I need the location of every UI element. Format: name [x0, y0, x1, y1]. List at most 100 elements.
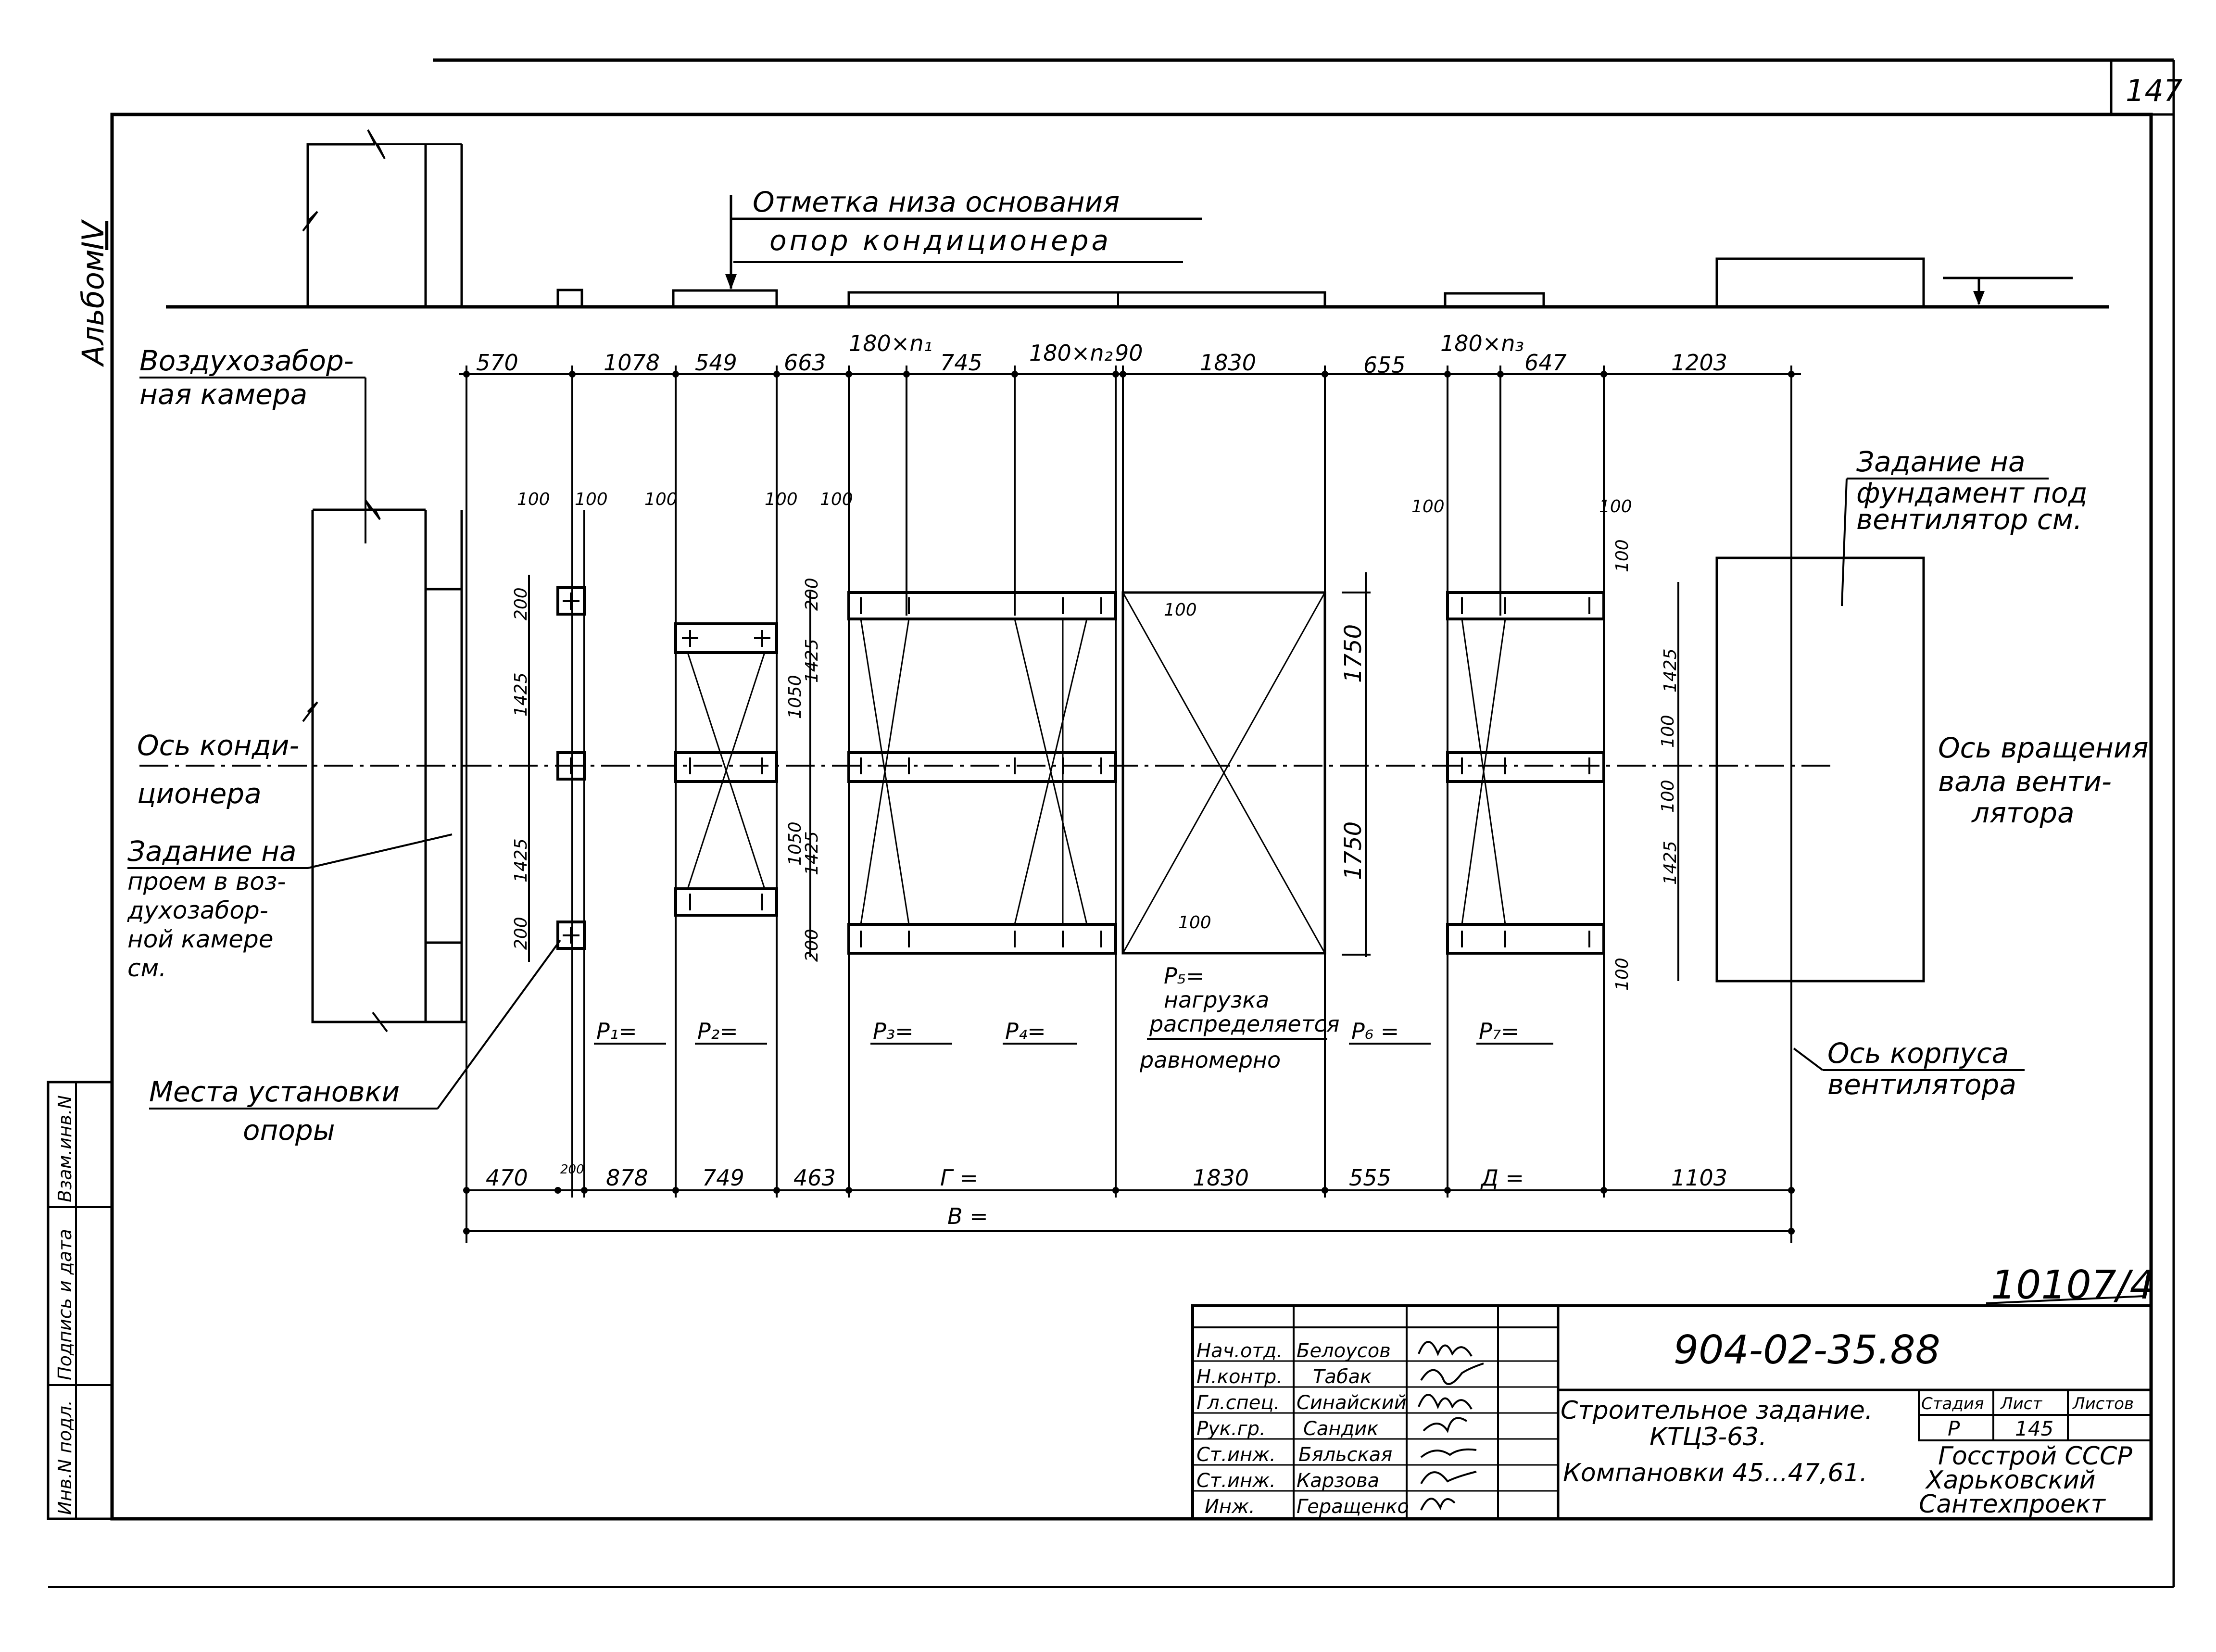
dim-top-2: 1078 — [604, 350, 660, 376]
d100-d: 100 — [765, 490, 798, 509]
name-7: Геращенко — [1297, 1496, 1409, 1518]
annotations: Воздухозабор- ная камера Ось конди- цион… — [127, 344, 2149, 1147]
dim-top-6: 745 — [940, 350, 982, 376]
d200-d: 200 — [802, 929, 822, 962]
d1050-b: 1050 — [785, 821, 805, 866]
name-2: Табак — [1313, 1366, 1372, 1388]
opening-line4: ной камере — [127, 925, 274, 953]
p5-note-3: равномерно — [1139, 1047, 1281, 1073]
dim-top-10: 655 — [1363, 352, 1406, 378]
fan-foundation-line3: вентилятор см. — [1856, 503, 2082, 536]
d100-i: 100 — [1178, 913, 1211, 933]
shaft-axis-line3: лятора — [1971, 796, 2075, 829]
dim-arrow-dots — [463, 371, 1795, 1235]
d100-l: 100 — [1612, 539, 1632, 572]
d1425-e: 1425 — [1661, 648, 1680, 693]
elevation-view: Отметка низа основания опор кондиционера — [166, 129, 2109, 309]
p5-note-1: нагрузка — [1164, 987, 1269, 1013]
opening-line2: проем в воз- — [127, 868, 286, 895]
shaft-axis-line1: Ось вращения — [1938, 731, 2149, 764]
opening-line1: Задание на — [127, 835, 297, 868]
support-places-line2: опоры — [243, 1114, 335, 1147]
elevation-label-line1: Отметка низа основания — [753, 186, 1120, 218]
load-p7: P₇= — [1479, 1018, 1520, 1044]
sheet-header: Лист — [2000, 1394, 2042, 1413]
loads: P₁= P₂= P₃= P₄= P₅= P₆ = P₇= нагрузка ра… — [594, 963, 1553, 1073]
dim-top-7: 180×n₂ — [1029, 340, 1113, 366]
elevation-label-line2: опор кондиционера — [769, 224, 1111, 257]
archive-number: 10107/4 — [1991, 1262, 2155, 1308]
dim-top-8: 90 — [1115, 340, 1143, 366]
d100-c: 100 — [644, 490, 678, 509]
sheet-value: 145 — [2015, 1417, 2053, 1440]
stamp-col-3: Взам.инв.N — [54, 1095, 76, 1202]
stage-header: Стадия — [1921, 1394, 1984, 1413]
pad-crosses — [563, 593, 1590, 947]
air-intake-line2: ная камера — [139, 378, 307, 411]
dim-top-12: 647 — [1524, 350, 1567, 376]
album-number: IV — [76, 219, 111, 250]
dim-bot-10: 1103 — [1671, 1165, 1727, 1191]
d100-g: 100 — [1599, 497, 1632, 517]
dim-total: В = — [947, 1203, 988, 1229]
dim-bot-1: 470 — [486, 1165, 528, 1191]
role-4: Рук.гр. — [1196, 1418, 1266, 1440]
d1425-b: 1425 — [511, 838, 531, 883]
title-block: Нач.отд. Н.контр. Гл.спец. Рук.гр. Ст.ин… — [1191, 1304, 2153, 1520]
d100-h: 100 — [1164, 600, 1197, 620]
d1050-a: 1050 — [785, 675, 805, 719]
conditioner-plan — [139, 556, 1925, 983]
album-label: Альбом — [76, 249, 111, 367]
stage-value: Р — [1948, 1417, 1960, 1440]
stamp-col-1: Инв.N подл. — [54, 1400, 76, 1515]
dim-bot-3: 878 — [606, 1165, 648, 1191]
d100-k: 100 — [1658, 780, 1678, 813]
album-label-group: Альбом IV — [76, 219, 111, 367]
stamp-col-2: Подпись и дата — [54, 1229, 76, 1380]
role-6: Ст.инж. — [1196, 1470, 1276, 1492]
doc-code: 904-02-35.88 — [1674, 1327, 1940, 1373]
load-p1: P₁= — [596, 1018, 637, 1044]
dim-bot-4: 749 — [702, 1165, 744, 1191]
air-intake-line1: Воздухозабор- — [139, 344, 354, 377]
top-dim-labels: 570 1078 549 663 180×n₁ 745 180×n₂ 90 18… — [476, 330, 1727, 378]
opening-line3: духозабор- — [127, 896, 268, 924]
name-3: Синайский — [1297, 1392, 1407, 1414]
dim-top-11: 180×n₃ — [1440, 330, 1524, 356]
load-p4: P₄= — [1005, 1018, 1046, 1044]
d1750-a: 1750 — [1340, 624, 1367, 683]
desc-1: Строительное задание. — [1561, 1396, 1873, 1425]
sheets-header: Листов — [2072, 1394, 2134, 1413]
signatures — [1418, 1341, 1484, 1511]
axis-cond-line2: ционера — [137, 777, 262, 810]
d200-b: 200 — [511, 917, 531, 950]
support-places-line1: Места установки — [149, 1075, 400, 1108]
dim-bot-5: 463 — [793, 1165, 836, 1191]
d1425-d: 1425 — [802, 831, 822, 875]
dim-bot-7: 1830 — [1193, 1165, 1249, 1191]
dim-top-1: 570 — [476, 350, 518, 376]
role-3: Гл.спец. — [1196, 1392, 1280, 1414]
role-5: Ст.инж. — [1196, 1444, 1276, 1466]
d100-j: 100 — [1658, 715, 1678, 748]
org-3: Сантехпроект — [1919, 1490, 2106, 1519]
sheet-frame: 147 — [48, 58, 2182, 1588]
org-2: Харьковский — [1925, 1466, 2096, 1495]
dim-top-9: 1830 — [1200, 350, 1256, 376]
d200-a: 200 — [511, 587, 531, 620]
d100-f: 100 — [1411, 497, 1445, 517]
d1750-b: 1750 — [1340, 821, 1367, 880]
load-p5: P₅= — [1164, 963, 1205, 989]
dim-top-13: 1203 — [1671, 350, 1727, 376]
dim-bot-2: 200 — [560, 1162, 584, 1177]
d100-a: 100 — [517, 490, 550, 509]
role-2: Н.контр. — [1196, 1366, 1283, 1388]
bottom-dim-labels: 470 200 878 749 463 Г = 1830 555 Д = 110… — [486, 1162, 1727, 1229]
d100-m: 100 — [1612, 958, 1632, 991]
dim-top-3: 549 — [695, 350, 737, 376]
fan-foundation-line2: фундамент под — [1856, 477, 2088, 509]
load-p6: P₆ = — [1351, 1018, 1399, 1044]
dim-bot-6: Г = — [940, 1165, 978, 1191]
role-1: Нач.отд. — [1196, 1340, 1283, 1362]
